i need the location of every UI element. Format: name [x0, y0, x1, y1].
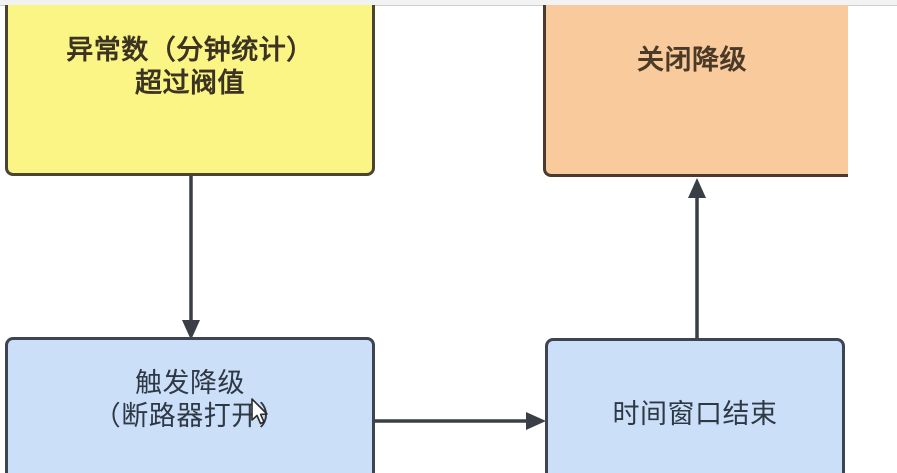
node-time-window-end-label: 时间窗口结束 — [612, 399, 778, 430]
node-threshold-exceeded[interactable]: 异常数（分钟统计） 超过阀值 — [5, 5, 375, 176]
node-trigger-degradation[interactable]: 触发降级 （断路器打开） — [5, 337, 375, 473]
node-trigger-degradation-label: 触发降级 （断路器打开） — [93, 368, 287, 432]
edge-trigger-to-window — [375, 412, 546, 430]
window-top-band — [0, 0, 897, 6]
node-threshold-exceeded-label: 异常数（分钟统计） 超过阀值 — [66, 35, 314, 99]
node-close-degradation[interactable]: 关闭降级 — [543, 5, 848, 177]
edge-threshold-to-trigger — [182, 176, 200, 340]
edge-window-to-close — [688, 178, 706, 338]
node-time-window-end[interactable]: 时间窗口结束 — [545, 338, 845, 473]
node-close-degradation-label: 关闭降级 — [637, 45, 747, 77]
